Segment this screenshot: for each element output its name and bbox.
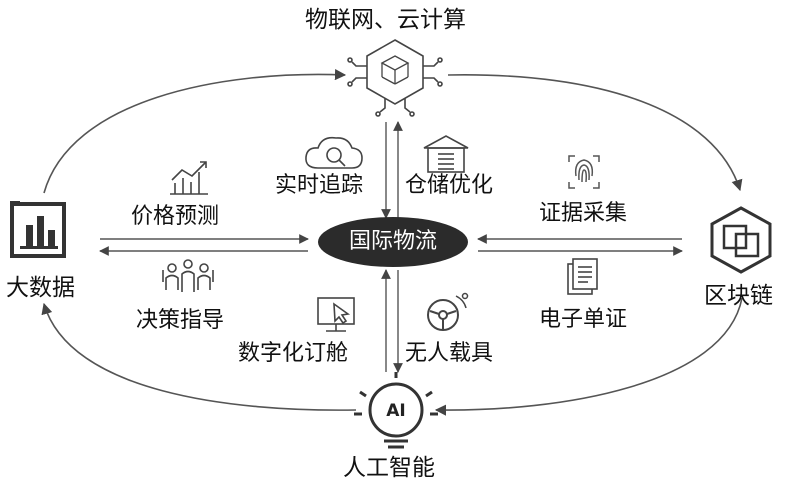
arc-ai-to-bigdata: [41, 302, 357, 411]
steering-wheel-icon: [427, 292, 469, 331]
feature-unmanned-vehicle: 无人载具: [405, 341, 494, 366]
monitor-cursor-icon: [317, 297, 355, 332]
node-label-big-data: 大数据: [6, 275, 75, 301]
arc-blockchain-to-ai: [434, 297, 743, 416]
feature-evidence-collection: 证据采集: [539, 201, 628, 226]
feature-digital-booking: 数字化订舱: [238, 341, 349, 366]
ai-icon-label: AI: [386, 401, 406, 421]
node-label-blockchain: 区块链: [704, 283, 773, 309]
cloud-search-icon: [305, 136, 363, 169]
hub-label: 国际物流: [348, 229, 437, 254]
document-icon: [567, 258, 598, 295]
ai-bulb-icon: [354, 372, 438, 449]
node-label-iot-cloud: 物联网、云计算: [305, 7, 466, 33]
spokes: [99, 121, 683, 373]
node-label-ai: 人工智能: [343, 455, 435, 481]
trend-chart-icon: [170, 161, 208, 195]
blockchain-icon: [710, 206, 772, 274]
chip-cube-icon: [347, 39, 443, 117]
outer-cycle: [41, 69, 743, 416]
feature-price-forecast: 价格预测: [131, 204, 220, 229]
feature-warehouse-optimization: 仓储优化: [405, 173, 494, 198]
feature-realtime-tracking: 实时追踪: [275, 173, 364, 198]
feature-electronic-document: 电子单证: [539, 307, 628, 332]
feature-decision-guide: 决策指导: [136, 308, 225, 333]
bar-chart-icon: [10, 201, 66, 258]
arc-bigdata-to-iot: [43, 69, 347, 194]
arc-iot-to-blockchain: [447, 74, 743, 192]
warehouse-icon: [423, 135, 469, 173]
hub-ellipse: [318, 217, 468, 267]
team-icon: [162, 259, 214, 292]
fingerprint-icon: [568, 155, 600, 189]
